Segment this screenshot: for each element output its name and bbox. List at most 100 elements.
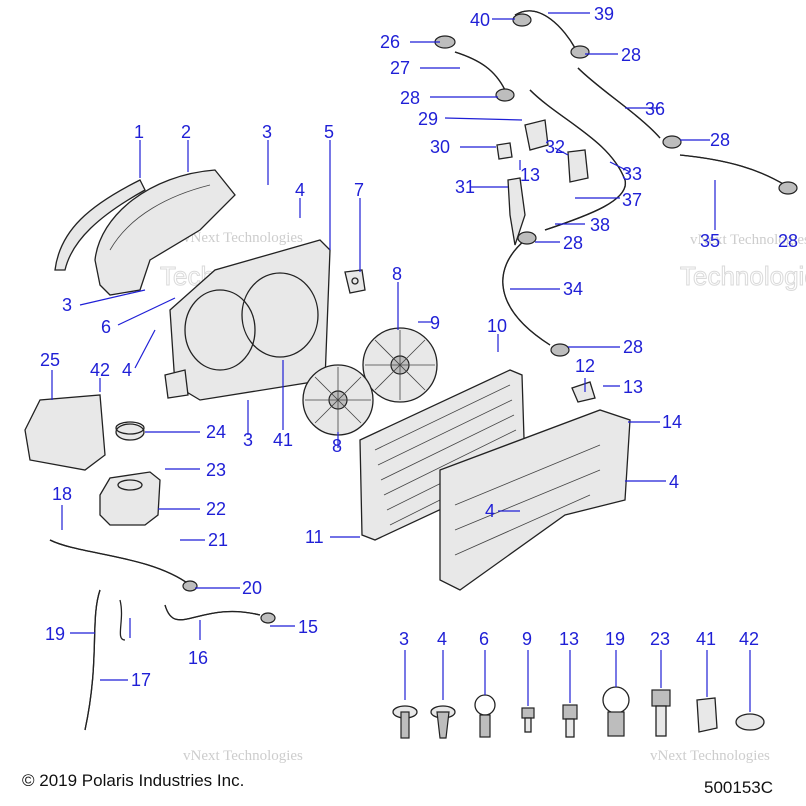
part-bracket-7 [344, 269, 366, 294]
callout-37: 37 [622, 190, 642, 210]
fastener-3 [392, 705, 418, 739]
callout-41: 41 [696, 629, 716, 649]
diagram-id: 500153C [704, 778, 773, 797]
part-clamps [182, 13, 798, 624]
callout-28: 28 [710, 130, 730, 150]
copyright-notice: © 2019 Polaris Industries Inc. [22, 771, 244, 790]
part-hose-39 [514, 10, 576, 49]
callout-33: 33 [622, 164, 642, 184]
callout-18: 18 [52, 484, 72, 504]
watermark-text: vNext Technologies [650, 748, 770, 764]
callout-4: 4 [122, 360, 132, 380]
callout-labels: 1 2 3 4 5 7 3 6 4 8 9 10 12 13 14 4 4 11… [40, 4, 798, 690]
fastener-41 [696, 697, 718, 733]
callout-28: 28 [400, 88, 420, 108]
watermark-text: vNext Technologies [690, 232, 806, 248]
callout-36: 36 [645, 99, 665, 119]
part-hose-18-20 [49, 539, 191, 586]
part-hose-27 [454, 51, 506, 91]
callout-32: 32 [545, 137, 565, 157]
callout-8: 8 [332, 436, 342, 456]
callout-23: 23 [650, 629, 670, 649]
callout-29: 29 [418, 109, 438, 129]
callout-4: 4 [485, 501, 495, 521]
callout-20: 20 [242, 578, 262, 598]
callout-30: 30 [430, 137, 450, 157]
part-reservoir-22 [99, 471, 161, 526]
leader-lines [51, 12, 751, 712]
part-hose-16 [164, 604, 261, 621]
callout-19: 19 [605, 629, 625, 649]
callout-2: 2 [181, 122, 191, 142]
callout-28: 28 [563, 233, 583, 253]
fastener-6 [474, 694, 496, 738]
callout-4: 4 [295, 180, 305, 200]
callout-12: 12 [575, 356, 595, 376]
part-hose-34 [502, 239, 551, 346]
callout-9: 9 [430, 313, 440, 333]
callout-6: 6 [101, 317, 111, 337]
callout-14: 14 [662, 412, 682, 432]
part-fan-8b [302, 364, 374, 436]
callout-35: 35 [700, 231, 720, 251]
part-shroud-2 [94, 169, 236, 296]
callout-40: 40 [470, 10, 490, 30]
callout-38: 38 [590, 215, 610, 235]
callout-5: 5 [324, 122, 334, 142]
callout-16: 16 [188, 648, 208, 668]
part-hose-37 [529, 89, 626, 231]
callout-26: 26 [380, 32, 400, 52]
callout-25: 25 [40, 350, 60, 370]
callout-13: 13 [559, 629, 579, 649]
part-fan-8a [362, 327, 438, 403]
part-shroud-1 [54, 179, 146, 271]
callout-15: 15 [298, 617, 318, 637]
callout-21: 21 [208, 530, 228, 550]
callout-11: 11 [305, 527, 324, 547]
callout-28: 28 [621, 45, 641, 65]
part-lower-shroud-14 [439, 409, 631, 591]
callout-22: 22 [206, 499, 226, 519]
part-brackets-29-33 [496, 119, 596, 403]
callout-3: 3 [399, 629, 409, 649]
callout-7: 7 [354, 180, 364, 200]
callout-42: 42 [739, 629, 759, 649]
callout-13: 13 [520, 165, 540, 185]
callout-41: 41 [273, 430, 293, 450]
callout-1: 1 [134, 122, 144, 142]
callout-6: 6 [479, 629, 489, 649]
callout-31: 31 [455, 177, 475, 197]
callout-4: 4 [669, 472, 679, 492]
callout-24: 24 [206, 422, 226, 442]
callout-34: 34 [563, 279, 583, 299]
part-cap-24 [115, 421, 145, 441]
callout-10: 10 [487, 316, 507, 336]
part-hose-17-19 [84, 589, 126, 731]
callout-27: 27 [390, 58, 410, 78]
fastener-19 [602, 686, 630, 737]
callout-9: 9 [522, 629, 532, 649]
callout-23: 23 [206, 460, 226, 480]
fastener-4 [430, 705, 456, 739]
part-hose-35 [679, 154, 786, 186]
fastener-23 [651, 689, 671, 737]
callout-28: 28 [778, 231, 798, 251]
callout-3: 3 [243, 430, 253, 450]
fastener-9 [521, 707, 535, 733]
watermark-text: Technologies [680, 261, 806, 291]
callout-39: 39 [594, 4, 614, 24]
watermark-text: vNext Technologies [183, 230, 303, 246]
fastener-13 [562, 704, 578, 738]
part-tray-25 [24, 394, 106, 471]
fastener-42 [735, 713, 765, 731]
callout-3: 3 [62, 295, 72, 315]
part-hose-36 [577, 67, 661, 139]
callout-19: 19 [45, 624, 65, 644]
callout-8: 8 [392, 264, 402, 284]
callout-28: 28 [623, 337, 643, 357]
fastener-row [392, 686, 765, 739]
callout-4: 4 [437, 629, 447, 649]
callout-17: 17 [131, 670, 151, 690]
watermark-text: vNext Technologies [183, 748, 303, 764]
